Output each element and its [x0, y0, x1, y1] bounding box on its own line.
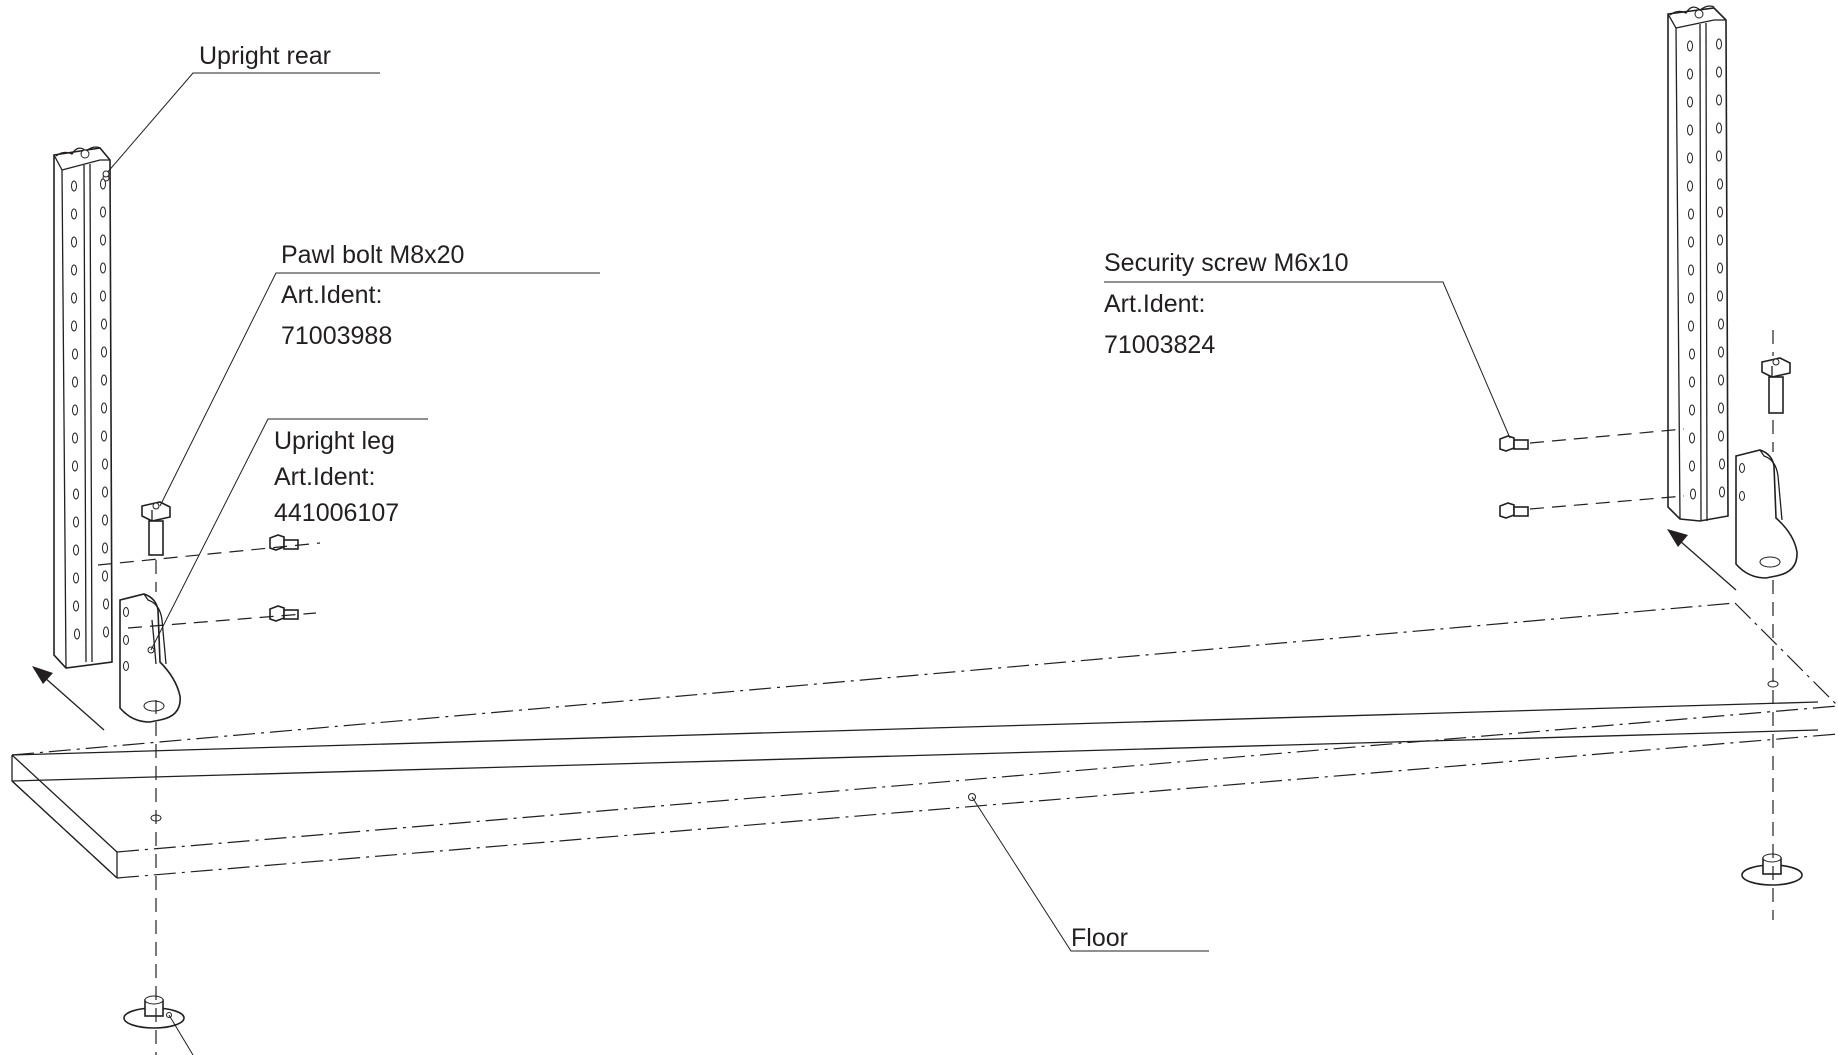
- right-direction-arrow: [1667, 529, 1737, 591]
- leader-lines: [102, 72, 1511, 1055]
- left-leveling-foot: [123, 995, 185, 1029]
- security-screw-art-ident-label: Art.Ident:: [1104, 290, 1206, 318]
- pawl-bolt-label: Pawl bolt M8x20: [281, 241, 465, 269]
- security-screw-art-ident-number: 71003824: [1104, 331, 1216, 359]
- pawl-bolt-art-ident-label: Art.Ident:: [281, 281, 383, 309]
- left-upright-leg: [119, 593, 181, 723]
- upright-leg-art-ident-label: Art.Ident:: [274, 463, 376, 491]
- right-security-screws: [1499, 435, 1529, 519]
- left-direction-arrow: [32, 666, 105, 731]
- upright-rear-label: Upright rear: [199, 42, 331, 70]
- left-upright-holes: [71, 178, 109, 640]
- upright-leg-art-ident-number: 441006107: [274, 499, 400, 527]
- security-screw-label: Security screw M6x10: [1104, 249, 1349, 277]
- left-upright-rear: [53, 146, 113, 669]
- floor-panel: [11, 602, 1838, 879]
- pawl-bolt-art-ident-number: 71003988: [281, 322, 393, 350]
- right-upright-holes: [1687, 38, 1725, 500]
- right-pawl-bolt: [1761, 357, 1791, 414]
- right-leveling-foot: [1741, 853, 1803, 886]
- left-pawl-bolt: [141, 501, 171, 556]
- floor-label: Floor: [1071, 924, 1128, 952]
- right-upright-rear: [1667, 5, 1729, 522]
- upright-leg-label: Upright leg: [274, 427, 395, 455]
- right-upright-leg: [1735, 449, 1798, 579]
